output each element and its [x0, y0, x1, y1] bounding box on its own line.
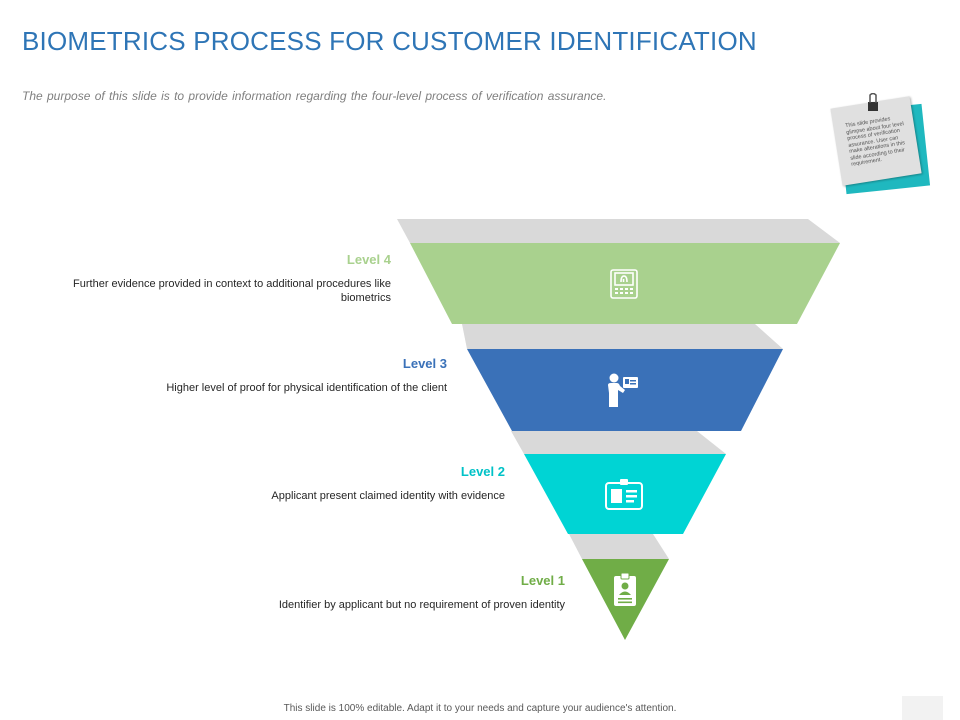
person-showing-id-icon — [608, 373, 638, 407]
level-4-description: Further evidence provided in context to … — [73, 278, 391, 304]
level-3-title: Level 3 — [402, 356, 447, 371]
level-3-text: Level 3 Higher level of proof for physic… — [87, 356, 447, 395]
level-2-shadow — [511, 431, 726, 454]
level-1-text: Level 1 Identifier by applicant but no r… — [205, 573, 565, 612]
level-3-shadow — [462, 324, 783, 349]
level-3-description: Higher level of proof for physical ident… — [166, 382, 447, 394]
level-1-description: Identifier by applicant but no requireme… — [278, 599, 565, 611]
clipboard-profile-icon — [614, 572, 636, 606]
fingerprint-scanner-icon — [610, 269, 638, 299]
level-2-segment — [524, 454, 726, 534]
footer-text: This slide is 100% editable. Adapt it to… — [283, 703, 677, 714]
level-4-shadow — [397, 219, 840, 243]
level-4-segment — [410, 243, 840, 324]
binder-clip-icon — [868, 93, 878, 111]
corner-placeholder — [902, 696, 943, 720]
level-1-shadow — [569, 534, 669, 559]
level-4-title: Level 4 — [346, 252, 391, 267]
level-1-title: Level 1 — [520, 573, 565, 588]
level-4-text: Level 4 Further evidence provided in con… — [31, 252, 391, 305]
page-subtitle: The purpose of this slide is to provide … — [22, 89, 607, 103]
level-2-text: Level 2 Applicant present claimed identi… — [145, 464, 505, 503]
page-title: BIOMETRICS PROCESS FOR CUSTOMER IDENTIFI… — [22, 26, 757, 56]
level-2-description: Applicant present claimed identity with … — [271, 490, 505, 502]
level-2-title: Level 2 — [460, 464, 505, 479]
id-card-icon — [605, 479, 643, 510]
